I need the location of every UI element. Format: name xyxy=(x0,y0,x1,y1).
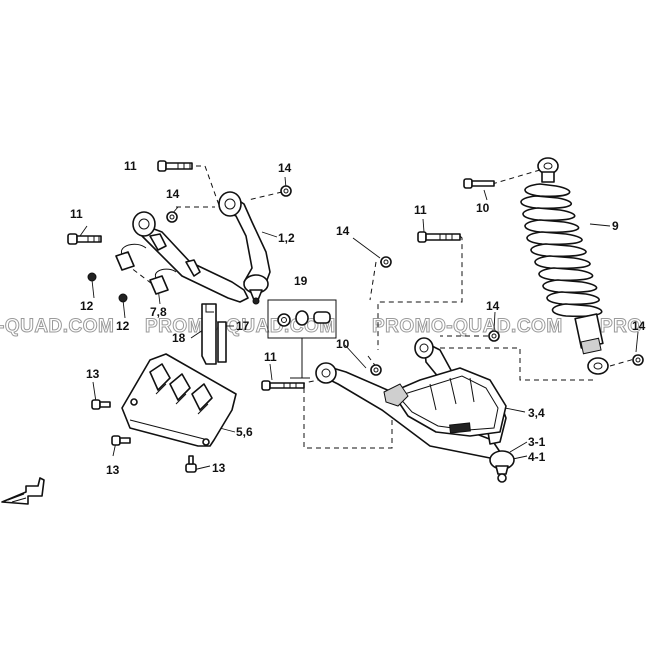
arm-guard-plate xyxy=(121,353,237,447)
upper-control-arm xyxy=(132,191,271,305)
screw-13-b xyxy=(111,435,131,446)
callout-12-a: 12 xyxy=(80,299,94,313)
pins-17-18 xyxy=(201,303,227,365)
shock-absorber xyxy=(520,157,609,375)
screw-13-c xyxy=(185,455,197,473)
bolt-11-top xyxy=(157,160,193,172)
callout-9: 9 xyxy=(612,219,619,233)
callout-11-low: 11 xyxy=(264,350,277,364)
callout-14-mid: 14 xyxy=(336,224,350,238)
nut-14-top xyxy=(280,185,292,197)
callout-11-left: 11 xyxy=(70,207,83,221)
brake-line-clips xyxy=(115,243,177,295)
callout-11-top: 11 xyxy=(124,159,137,173)
callout-18: 18 xyxy=(172,331,186,345)
arm-label-plate xyxy=(449,422,471,434)
lower-arm-bushing-top xyxy=(414,337,434,359)
bolt-11-low xyxy=(261,380,305,391)
callout-3-4: 3,4 xyxy=(528,406,545,420)
bushing-kit-box xyxy=(267,299,337,379)
nut-14-left xyxy=(166,211,178,223)
callout-13-c: 13 xyxy=(212,461,226,475)
nut-14-mid xyxy=(380,256,392,268)
callout-14-lower: 14 xyxy=(486,299,500,313)
callout-11-mid: 11 xyxy=(414,203,427,217)
callout-14-right: 14 xyxy=(632,319,646,333)
callout-14-top: 14 xyxy=(278,161,292,175)
callout-5-6: 5,6 xyxy=(236,425,253,439)
callout-12-b: 12 xyxy=(116,319,130,333)
screws-12 xyxy=(87,272,128,303)
callout-13-b: 13 xyxy=(106,463,120,477)
callout-4-1: 4-1 xyxy=(528,450,546,464)
arm-bracket-1 xyxy=(149,233,167,251)
callout-7-8: 7,8 xyxy=(150,305,167,319)
nut-14-right xyxy=(632,354,644,366)
screw-13-a xyxy=(91,399,111,410)
watermark-text-3: PROMO-QUAD.COM xyxy=(372,316,563,337)
upper-arm-bushing-left xyxy=(132,211,156,237)
assembly-dash-lines xyxy=(125,165,639,449)
watermark-band: -QUAD.COM PROMO-QUAD.COM PROMO-QUAD.COM … xyxy=(0,316,643,338)
shock-bottom-eye xyxy=(587,357,609,375)
arm-bracket-2 xyxy=(185,259,201,277)
lower-control-arm xyxy=(315,337,515,483)
leader-lines xyxy=(79,165,639,471)
callout-3-1: 3-1 xyxy=(528,435,546,449)
nut-10-mid xyxy=(370,364,382,376)
callout-1-2: 1,2 xyxy=(278,231,295,245)
lower-arm-bushing-left xyxy=(315,362,337,384)
callout-10-top: 10 xyxy=(476,201,490,215)
bolt-10-top xyxy=(463,178,495,189)
upper-arm-bushing-top xyxy=(218,191,242,217)
callout-17: 17 xyxy=(236,319,250,333)
upper-bolts xyxy=(67,160,292,245)
nut-14-lower xyxy=(488,330,500,342)
watermark-text-4: PRO xyxy=(600,316,643,337)
callout-labels: 11 14 14 11 1,2 12 12 7,8 10 11 14 9 19 … xyxy=(70,159,646,477)
front-direction-arrow-icon xyxy=(1,477,45,505)
callout-19: 19 xyxy=(294,274,308,288)
bolt-11-left xyxy=(67,233,102,245)
callout-13-a: 13 xyxy=(86,367,100,381)
callout-10-mid: 10 xyxy=(336,337,350,351)
callout-14-left: 14 xyxy=(166,187,180,201)
bolt-11-mid xyxy=(417,231,461,243)
screws-13 xyxy=(91,399,197,473)
watermark-text-1: -QUAD.COM xyxy=(0,316,114,337)
